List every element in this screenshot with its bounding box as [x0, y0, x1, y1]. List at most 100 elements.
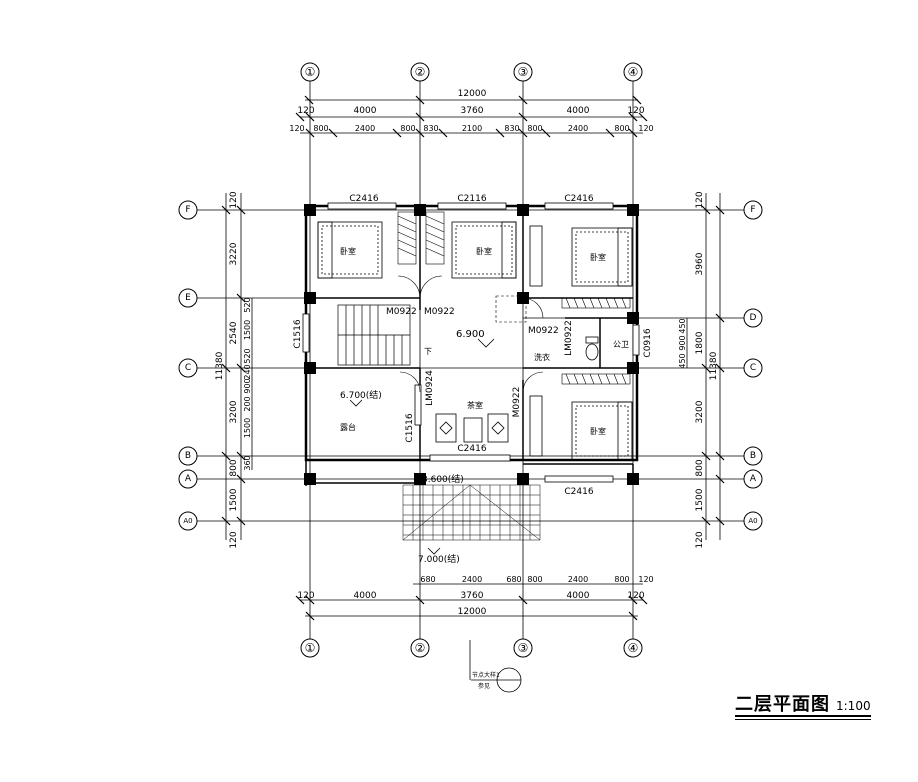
axis-row-b-left: B	[185, 451, 191, 461]
axis-col-4-bottom: ④	[628, 641, 639, 655]
dim-top-d9: 2400	[568, 124, 588, 133]
dim-bot-span-3: 3760	[461, 591, 484, 601]
dim-right-d2: 900	[678, 335, 687, 350]
dim-left-s3: 2540	[229, 321, 239, 344]
window-f1: C2416	[349, 194, 378, 204]
dim-right-d3: 450	[678, 353, 687, 368]
dim-right-d1: 450	[678, 318, 687, 333]
dim-right-s3: 1800	[695, 331, 705, 354]
dim-top-span-2: 4000	[354, 106, 377, 116]
dim-top-d6: 2100	[462, 124, 482, 133]
dim-top-d5: 830	[423, 124, 438, 133]
level-hall: 6.900	[456, 329, 485, 340]
dim-bot-d4: 800	[527, 575, 542, 584]
axis-col-3-top: ③	[518, 65, 529, 79]
window-mid: C1516	[405, 413, 415, 442]
drawing-scale: 1:100	[836, 699, 871, 713]
dim-bot-d2: 2400	[462, 575, 482, 584]
dim-bot-span-4: 4000	[567, 591, 590, 601]
axis-row-a-left: A	[185, 474, 192, 484]
dim-left-d5: 900	[243, 378, 252, 393]
axis-row-f-right: F	[750, 205, 755, 215]
window-west: C1516	[293, 319, 303, 348]
axis-row-a0-left: A0	[183, 517, 192, 525]
title-underline	[735, 715, 871, 717]
dim-left-s4: 3200	[229, 400, 239, 423]
room-bed2: 卧室	[476, 246, 492, 256]
dim-top-d8: 800	[527, 124, 542, 133]
dim-left-total: 11380	[215, 351, 225, 380]
axis-row-a-right: A	[750, 474, 757, 484]
dim-top-d10: 800	[614, 124, 629, 133]
door-lm2: LM0924	[425, 370, 435, 406]
drawing-title: 二层平面图 1:100	[735, 690, 871, 720]
door-d3: M0922	[528, 326, 559, 336]
level-terrace: 6.700(结)	[340, 389, 382, 401]
dim-top-d2: 800	[313, 124, 328, 133]
dim-top-d11: 120	[638, 124, 653, 133]
window-wc: C0916	[643, 328, 653, 357]
dim-bot-d5: 2400	[568, 575, 588, 584]
axis-col-2-bottom: ②	[415, 641, 426, 655]
dim-top-d7: 830	[504, 124, 519, 133]
window-f2: C2116	[457, 194, 486, 204]
room-bed4: 卧室	[590, 426, 606, 436]
dim-top-d1: 120	[289, 124, 304, 133]
dim-left-d6: 200	[243, 396, 252, 411]
axis-col-3-bottom: ③	[518, 641, 529, 655]
drawing-title-main: 二层平面图	[735, 694, 830, 715]
window-tea: C2416	[457, 444, 486, 454]
axis-row-b-right: B	[750, 451, 756, 461]
dim-left-d1: 520	[243, 297, 252, 312]
axis-row-d-right: D	[750, 313, 757, 323]
dim-right-s4: 3200	[695, 400, 705, 423]
dim-left-s5: 800	[229, 459, 239, 476]
dim-bot-d1: 680	[420, 575, 435, 584]
dim-bot-span-2: 4000	[354, 591, 377, 601]
room-wc: 公卫	[613, 340, 629, 349]
dim-left-s2: 3220	[229, 242, 239, 265]
door-d4: M0922	[512, 387, 522, 418]
window-f3: C2416	[564, 194, 593, 204]
axis-col-1-bottom: ①	[305, 641, 316, 655]
dim-bot-span-1: 120	[297, 591, 314, 601]
dim-top-span-5: 120	[627, 106, 644, 116]
dim-top-span-3: 3760	[461, 106, 484, 116]
detail-note-line1: 节点大样1	[472, 671, 500, 679]
stair-down-label: 下	[424, 347, 432, 356]
detail-note-line2: 参见	[478, 682, 490, 690]
axis-row-a0-right: A0	[748, 517, 757, 525]
dim-bot-total: 12000	[458, 607, 487, 617]
dim-top-d4: 800	[400, 124, 415, 133]
window-a3: C2416	[564, 487, 593, 497]
dim-bot-d7: 120	[638, 575, 653, 584]
level-porch: 3.600(结)	[422, 473, 464, 485]
dim-left-d4: 240	[243, 364, 252, 379]
dim-left-d8: 360	[243, 455, 252, 470]
dim-top-total: 12000	[458, 89, 487, 99]
dim-top-span-1: 120	[297, 106, 314, 116]
dim-right-s2: 3960	[695, 252, 705, 275]
dim-right-s7: 120	[695, 531, 705, 548]
level-roof: 7.000(结)	[418, 553, 460, 565]
dim-right-total: 11380	[709, 351, 719, 380]
axis-row-e-left: E	[185, 293, 191, 303]
dim-bot-span-5: 120	[627, 591, 644, 601]
dim-left-s7: 120	[229, 531, 239, 548]
door-d1: M0922	[386, 307, 417, 317]
dim-left-s6: 1500	[229, 488, 239, 511]
door-lm1: LM0922	[564, 320, 574, 356]
axis-col-4-top: ④	[628, 65, 639, 79]
room-bed3: 卧室	[590, 252, 606, 262]
dim-left-d7: 1500	[243, 418, 252, 438]
axis-col-2-top: ②	[415, 65, 426, 79]
dim-left-s1: 120	[229, 191, 239, 208]
dim-top-d3: 2400	[355, 124, 375, 133]
dim-top-span-4: 4000	[567, 106, 590, 116]
dim-bot-d3: 680	[506, 575, 521, 584]
axis-row-c-right: C	[750, 363, 756, 373]
dim-left-d2: 1500	[243, 320, 252, 340]
title-underline-thin	[735, 719, 871, 720]
door-d2: M0922	[424, 307, 455, 317]
